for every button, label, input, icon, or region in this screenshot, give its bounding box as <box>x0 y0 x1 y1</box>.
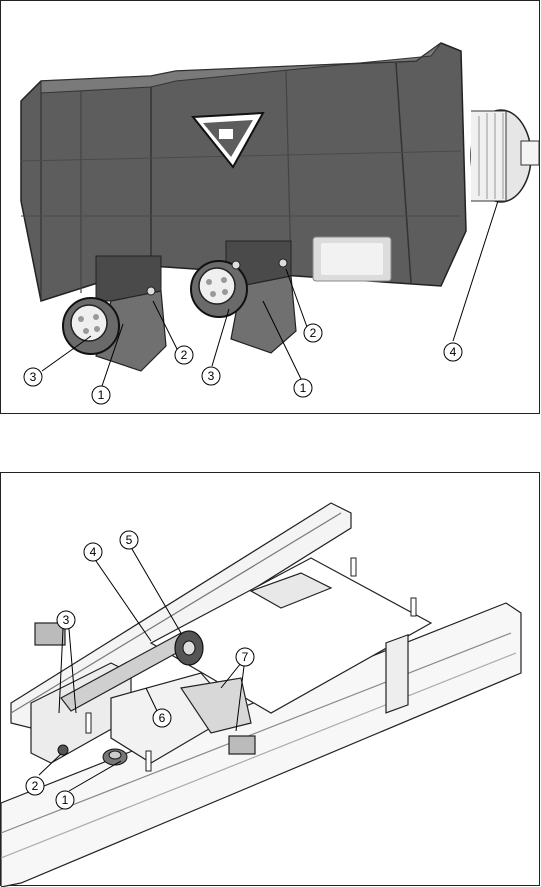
callout-7: 7 <box>236 648 254 666</box>
callout-1-left: 1 <box>92 386 110 404</box>
screw <box>58 745 68 755</box>
svg-text:7: 7 <box>242 650 249 664</box>
pulley <box>471 110 539 202</box>
svg-text:3: 3 <box>63 613 70 627</box>
svg-text:3: 3 <box>30 370 37 384</box>
svg-text:2: 2 <box>181 348 188 362</box>
svg-text:1: 1 <box>62 793 69 807</box>
callout-3: 3 <box>57 611 75 629</box>
callout-2-left: 2 <box>175 346 193 364</box>
callout-6: 6 <box>153 709 171 727</box>
callout-1-right: 1 <box>294 379 312 397</box>
svg-text:1: 1 <box>98 388 105 402</box>
callout-4: 4 <box>84 543 102 561</box>
svg-text:2: 2 <box>32 779 39 793</box>
svg-text:4: 4 <box>450 345 457 359</box>
callout-5: 5 <box>120 531 138 549</box>
pulley <box>175 631 203 665</box>
callout-4: 4 <box>444 343 462 361</box>
axis-illustration: 1 2 3 4 5 6 7 <box>1 473 541 887</box>
svg-text:4: 4 <box>90 545 97 559</box>
callout-2: 2 <box>26 777 44 795</box>
callout-1: 1 <box>56 791 74 809</box>
svg-text:6: 6 <box>159 711 166 725</box>
motor-figure-panel: 1 2 3 1 2 3 4 <box>0 0 540 414</box>
callout-3-left: 3 <box>24 368 42 386</box>
svg-text:3: 3 <box>208 369 215 383</box>
callout-3-right: 3 <box>202 367 220 385</box>
svg-text:1: 1 <box>300 381 307 395</box>
callout-2-right: 2 <box>304 324 322 342</box>
axis-frame <box>1 503 521 887</box>
svg-text:5: 5 <box>126 533 133 547</box>
motor-illustration: 1 2 3 1 2 3 4 <box>1 1 541 415</box>
svg-text:2: 2 <box>310 326 317 340</box>
bearing <box>103 749 127 765</box>
axis-figure-panel: 1 2 3 4 5 6 7 <box>0 472 540 886</box>
